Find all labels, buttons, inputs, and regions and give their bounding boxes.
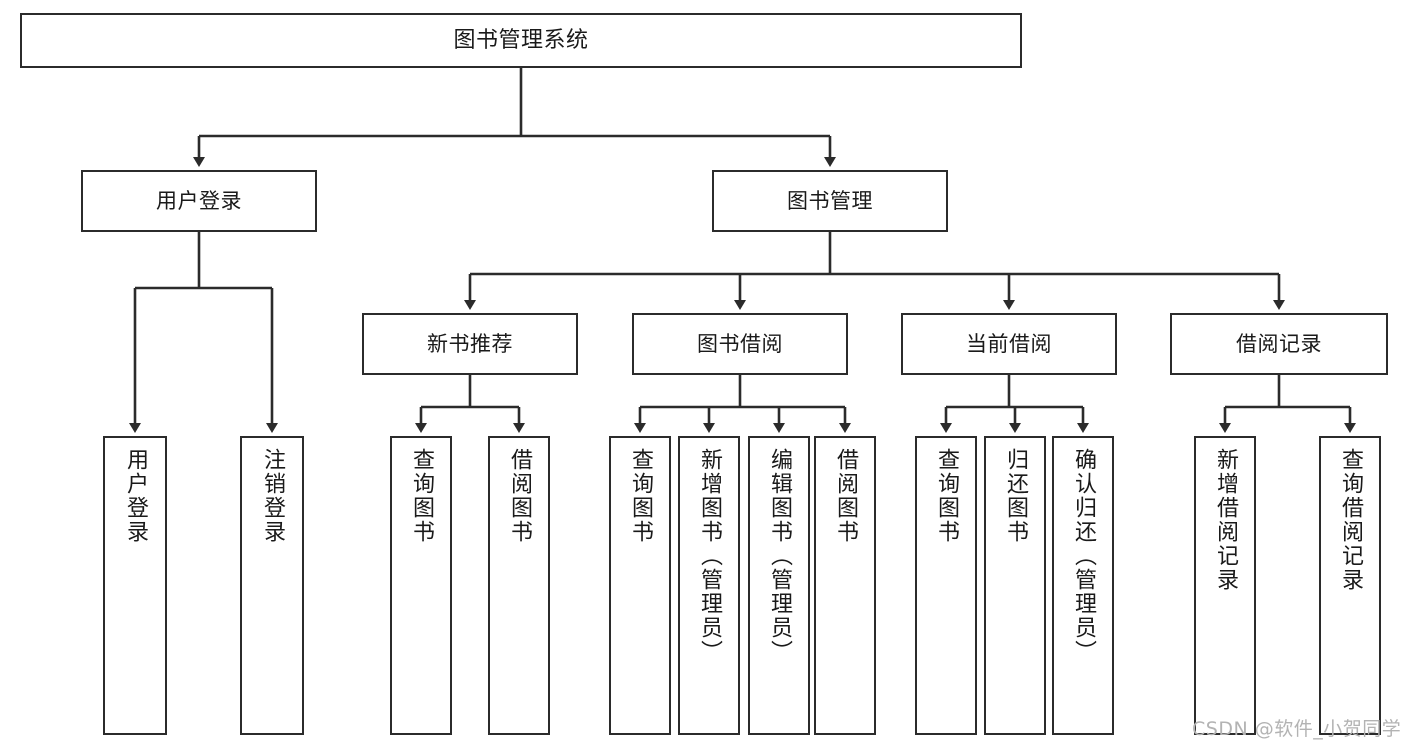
leaf-query-book-2[interactable]: 查询图书 — [609, 436, 671, 735]
node-book-manage-label: 图书管理 — [787, 188, 873, 213]
leaf-borrow-book-2[interactable]: 借阅图书 — [814, 436, 876, 735]
leaf-user-login[interactable]: 用户登录 — [103, 436, 167, 735]
leaf-query-book-3[interactable]: 查询图书 — [915, 436, 977, 735]
node-user-login[interactable]: 用户登录 — [81, 170, 317, 232]
leaf-borrow-book-1[interactable]: 借阅图书 — [488, 436, 550, 735]
leaf-add-book-admin[interactable]: 新增图书（管理员） — [678, 436, 740, 735]
leaf-confirm-return-admin-label: 确认归还（管理员） — [1071, 448, 1096, 664]
csdn-watermark: CSDN @软件_小贺同学 — [1192, 718, 1402, 740]
node-user-login-label: 用户登录 — [156, 188, 242, 213]
leaf-query-book-1-label: 查询图书 — [409, 448, 434, 544]
node-book-borrow-label: 图书借阅 — [697, 331, 783, 356]
node-current-borrow[interactable]: 当前借阅 — [901, 313, 1117, 375]
leaf-query-book-3-label: 查询图书 — [934, 448, 959, 544]
node-borrow-record[interactable]: 借阅记录 — [1170, 313, 1388, 375]
leaf-add-borrow-record-label: 新增借阅记录 — [1213, 448, 1238, 592]
leaf-borrow-book-1-label: 借阅图书 — [507, 448, 532, 544]
leaf-query-book-1[interactable]: 查询图书 — [390, 436, 452, 735]
leaf-logout-login-label: 注销登录 — [260, 448, 285, 544]
leaf-logout-login[interactable]: 注销登录 — [240, 436, 304, 735]
leaf-borrow-book-2-label: 借阅图书 — [833, 448, 858, 544]
node-new-book-recommend[interactable]: 新书推荐 — [362, 313, 578, 375]
node-book-manage[interactable]: 图书管理 — [712, 170, 948, 232]
node-new-book-recommend-label: 新书推荐 — [427, 331, 513, 356]
leaf-edit-book-admin[interactable]: 编辑图书（管理员） — [748, 436, 810, 735]
node-book-borrow[interactable]: 图书借阅 — [632, 313, 848, 375]
leaf-add-book-admin-label: 新增图书（管理员） — [697, 448, 722, 664]
node-root[interactable]: 图书管理系统 — [20, 13, 1022, 68]
node-current-borrow-label: 当前借阅 — [966, 331, 1052, 356]
leaf-return-book-label: 归还图书 — [1003, 448, 1028, 544]
leaf-add-borrow-record[interactable]: 新增借阅记录 — [1194, 436, 1256, 735]
node-borrow-record-label: 借阅记录 — [1236, 331, 1322, 356]
leaf-confirm-return-admin[interactable]: 确认归还（管理员） — [1052, 436, 1114, 735]
leaf-return-book[interactable]: 归还图书 — [984, 436, 1046, 735]
leaf-user-login-label: 用户登录 — [123, 448, 148, 544]
leaf-query-book-2-label: 查询图书 — [628, 448, 653, 544]
node-root-label: 图书管理系统 — [453, 27, 589, 53]
leaf-query-borrow-record[interactable]: 查询借阅记录 — [1319, 436, 1381, 735]
leaf-edit-book-admin-label: 编辑图书（管理员） — [767, 448, 792, 664]
leaf-query-borrow-record-label: 查询借阅记录 — [1338, 448, 1363, 592]
